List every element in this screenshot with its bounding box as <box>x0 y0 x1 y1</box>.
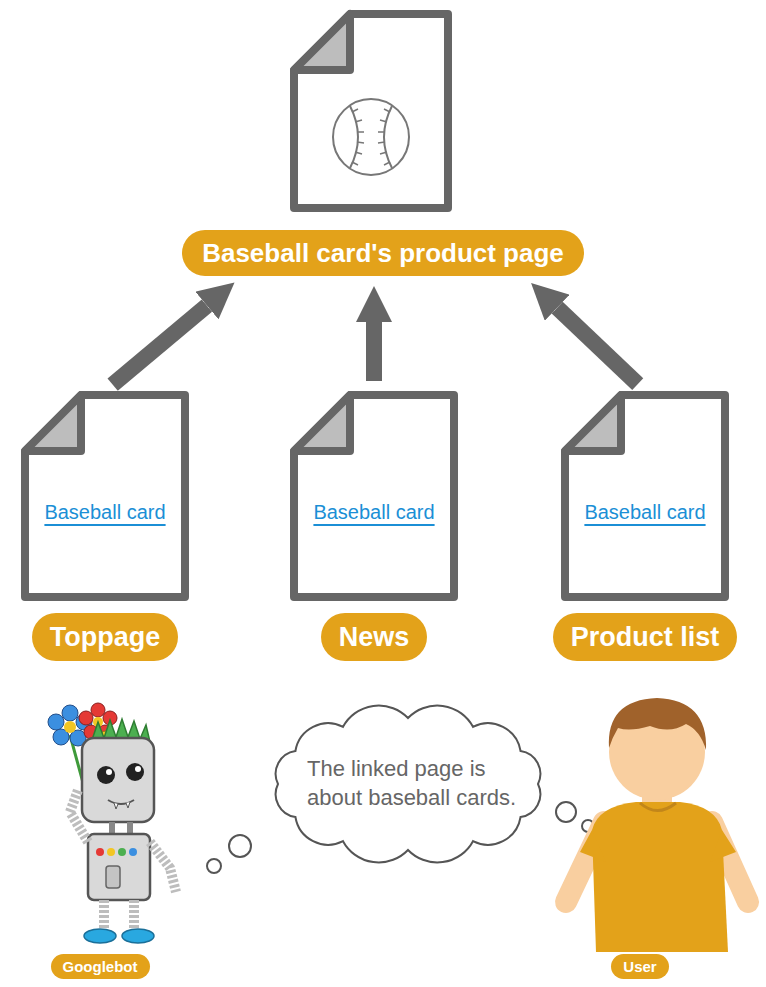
drawing-part <box>114 802 130 809</box>
drawing-part <box>48 705 92 746</box>
drawing-part <box>609 698 706 750</box>
drawing-part <box>104 900 134 930</box>
cloud-shape <box>276 706 541 863</box>
drawing-part <box>294 14 448 208</box>
page-title-pill: Baseball card's product page <box>182 230 584 276</box>
page-label: News <box>321 613 428 661</box>
document-icon: Baseball card <box>290 391 458 601</box>
drawing-part <box>96 848 104 856</box>
drawing-part <box>118 848 126 856</box>
drawing-part <box>106 769 112 775</box>
drawing-part <box>294 14 350 70</box>
drawing-part <box>556 802 576 822</box>
cloud-outline <box>258 698 558 870</box>
linking-page: Baseball cardToppage <box>21 391 189 661</box>
drawing-part <box>62 705 78 721</box>
googlebot-robot <box>48 703 176 943</box>
user-figure <box>566 698 748 952</box>
page-fold <box>565 395 621 451</box>
thought-text: The linked page is about baseball cards. <box>307 755 521 812</box>
drawing-part <box>229 835 251 857</box>
drawing-part <box>640 803 676 811</box>
drawing-part <box>88 834 150 900</box>
drawing-part <box>135 766 141 772</box>
link-arrow <box>557 308 638 384</box>
link-arrow <box>113 306 207 385</box>
link-text: Baseball card <box>290 501 458 524</box>
drawing-part <box>79 711 93 725</box>
linking-page: Baseball cardNews <box>290 391 458 661</box>
link-text: Baseball card <box>561 501 729 524</box>
link-text: Baseball card <box>21 501 189 524</box>
drawing-part <box>97 766 115 784</box>
name-tag: Googlebot <box>51 954 150 979</box>
document-icon: Baseball card <box>561 391 729 601</box>
drawing-part <box>70 790 88 842</box>
product-page-document <box>294 14 448 208</box>
page-fold <box>25 395 81 451</box>
name-label: Googlebot <box>51 954 150 979</box>
drawing-part <box>84 929 116 943</box>
page-outline <box>25 395 185 597</box>
drawing-part <box>580 830 736 862</box>
drawing-part <box>352 109 364 165</box>
document-outline <box>561 391 729 601</box>
linking-page: Baseball cardProduct list <box>553 391 738 661</box>
drawing-part <box>82 738 154 822</box>
link-arrow <box>366 322 382 381</box>
thought-bubble: The linked page is about baseball cards. <box>258 698 558 870</box>
drawing-part <box>333 99 409 175</box>
page-outline <box>294 395 454 597</box>
drawing-part <box>107 848 115 856</box>
document-outline <box>290 391 458 601</box>
drawing-part <box>207 859 221 873</box>
title-text: Baseball card's product page <box>182 230 584 276</box>
drawing-part <box>48 714 64 730</box>
name-label: User <box>611 954 668 979</box>
drawing-part <box>108 800 134 804</box>
name-tag: User <box>611 954 668 979</box>
drawing-part <box>129 848 137 856</box>
drawing-part <box>150 842 176 892</box>
drawing-part <box>350 106 358 168</box>
document-icon: Baseball card <box>21 391 189 601</box>
drawing-part <box>384 106 392 168</box>
drawing-part <box>64 721 76 733</box>
drawing-part <box>122 929 154 943</box>
drawing-part <box>106 866 120 888</box>
page-label: Toppage <box>32 613 179 661</box>
page-label: Product list <box>553 613 738 661</box>
drawing-part <box>91 703 105 717</box>
page-outline <box>565 395 725 597</box>
drawing-part <box>126 763 144 781</box>
drawing-part <box>592 802 728 952</box>
page-fold <box>294 395 350 451</box>
baseball-icon <box>333 99 409 175</box>
drawing-part <box>378 109 390 165</box>
document-outline <box>21 391 189 601</box>
